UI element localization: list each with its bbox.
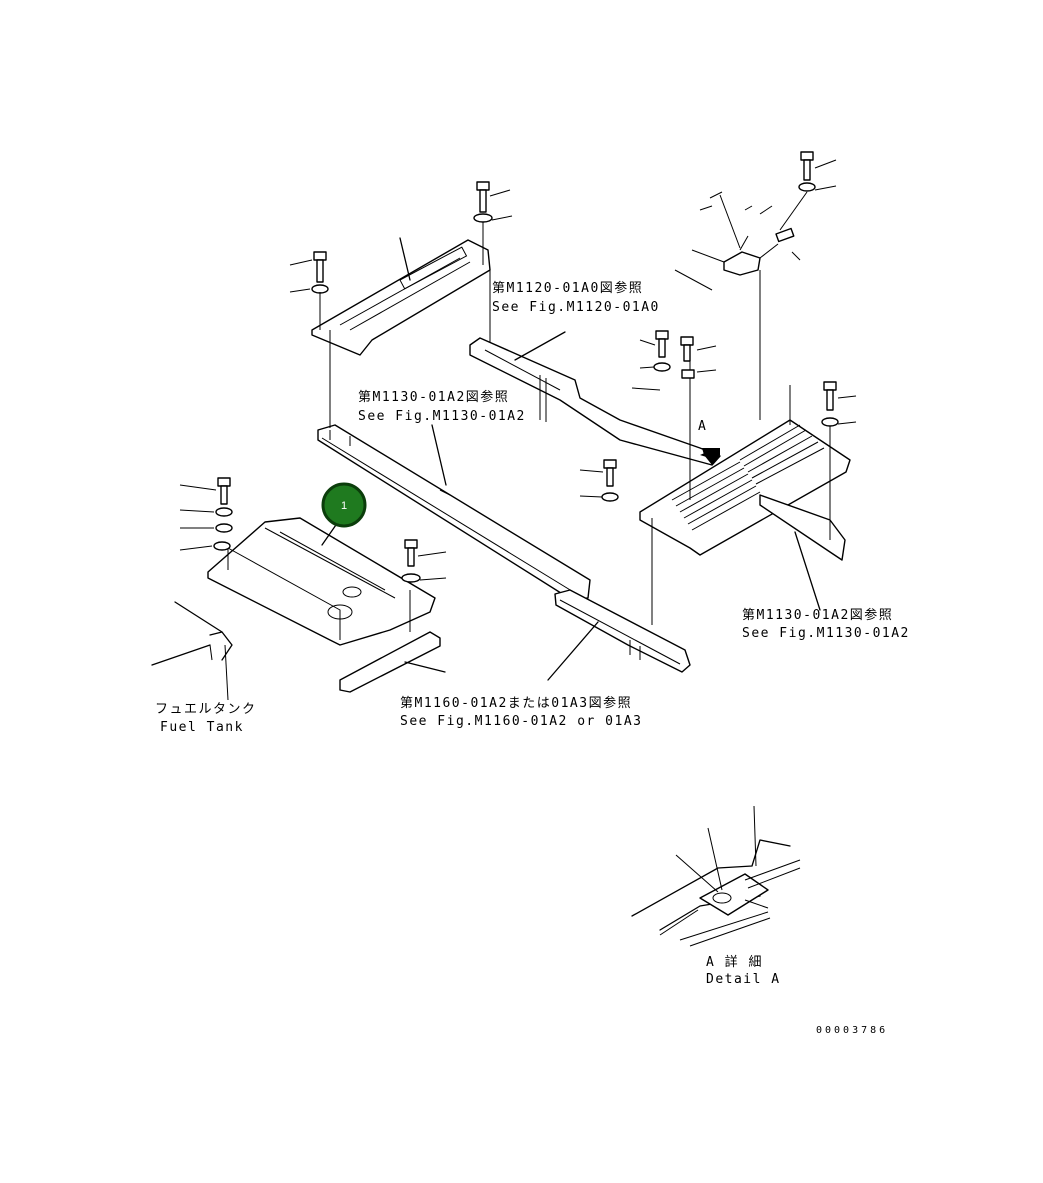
part-1-cover: [207, 517, 436, 646]
bolt-top-right: [779, 151, 837, 231]
bolt-upper-left: [289, 251, 329, 330]
bolt-center-step: [579, 459, 619, 502]
fuel-tank-en: Fuel Tank: [160, 720, 244, 735]
drawing-number: 00003786: [816, 1025, 888, 1036]
bolts-left: [179, 477, 447, 583]
latch-assembly: [674, 191, 801, 420]
lower-rail: [547, 589, 691, 681]
ref-m1130-right-en: See Fig.M1130-01A2: [742, 626, 910, 641]
ref-m1120-en: See Fig.M1120-01A0: [492, 300, 660, 315]
ref-m1130-right-jp: 第M1130-01A2図参照: [742, 607, 893, 623]
ref-m1160-jp: 第M1160-01A2または01A3図参照: [400, 695, 632, 711]
fuel-tank: [151, 601, 233, 701]
ref-m1120-jp: 第M1120-01A0図参照: [492, 280, 643, 296]
view-arrow-a: [700, 448, 720, 465]
bolt-upper-center: [473, 181, 513, 265]
detail-a-en: Detail A: [706, 972, 781, 987]
fuel-tank-jp: フュエルタンク: [155, 702, 257, 717]
center-rail: [317, 330, 591, 601]
ref-m1130-center-en: See Fig.M1130-01A2: [358, 409, 526, 424]
upper-left-bracket: [311, 237, 491, 356]
step-plate-right: [639, 340, 851, 625]
part-1-badge[interactable]: 1: [321, 482, 367, 528]
ref-m1130-center-jp: 第M1130-01A2図参照: [358, 389, 509, 405]
part-1-bracket: [339, 631, 446, 693]
part-1-number: 1: [341, 500, 347, 512]
ref-m1160-en: See Fig.M1160-01A2 or 01A3: [400, 714, 643, 729]
detail-a-view: [631, 805, 801, 947]
view-a-letter: A: [698, 419, 707, 434]
bolt-right-far: [821, 381, 857, 427]
bolts-mid-right: [631, 330, 717, 391]
detail-a-jp: A 詳 細: [706, 954, 763, 970]
